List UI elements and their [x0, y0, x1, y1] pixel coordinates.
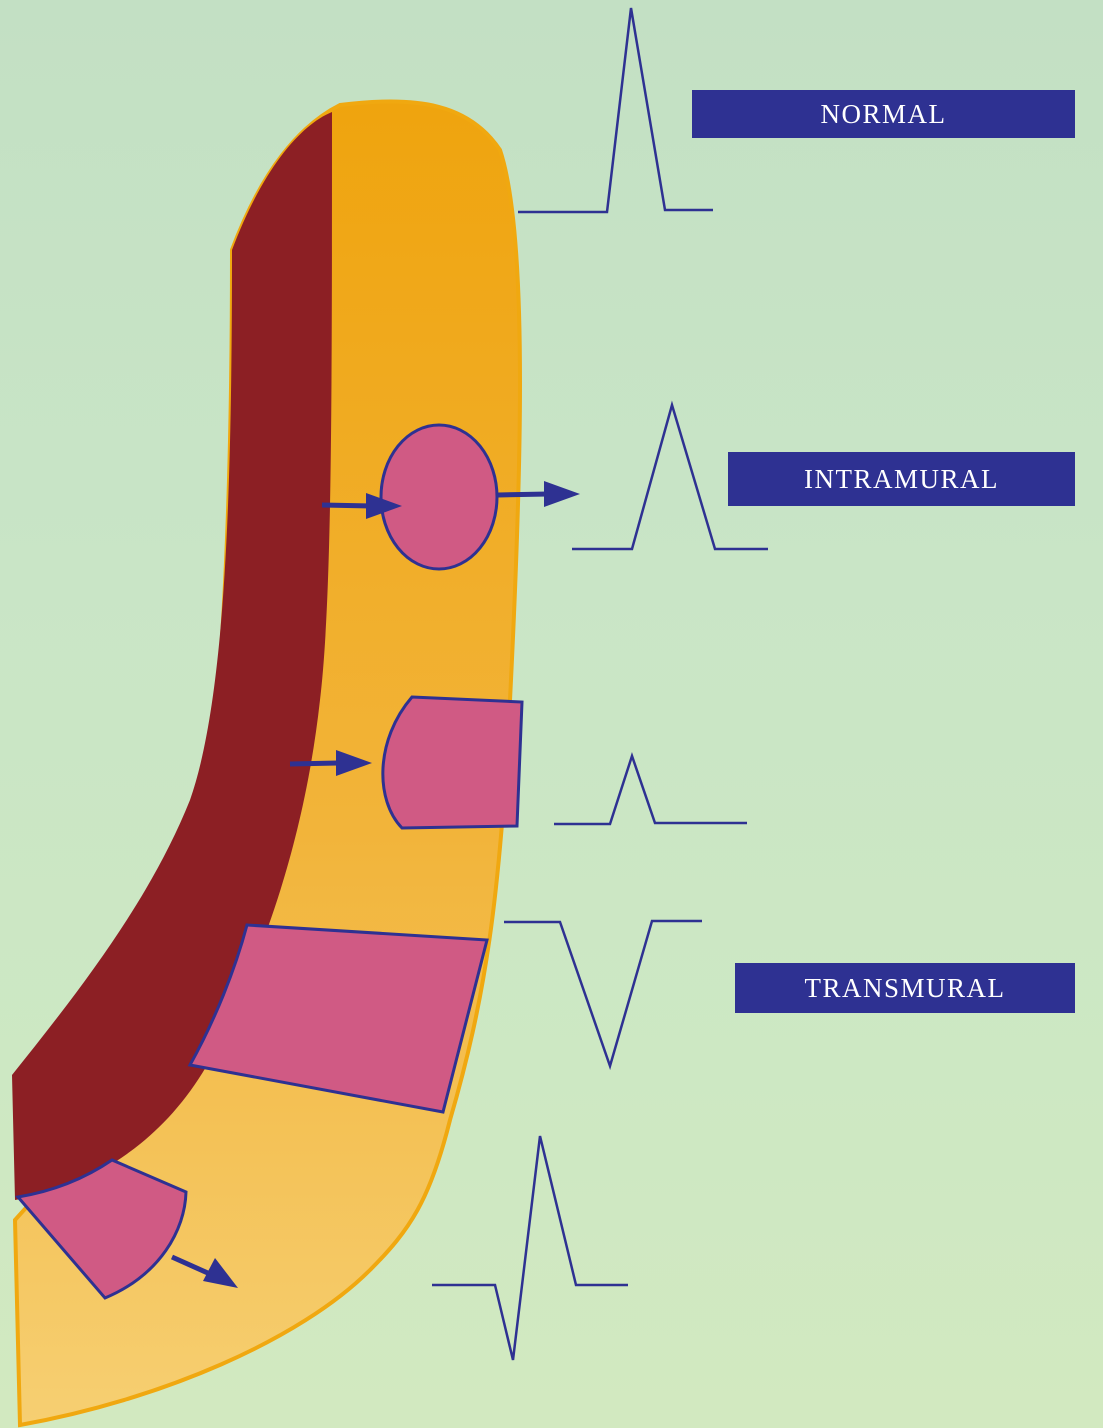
- ecg-trace-subendocardial: [432, 1136, 628, 1360]
- intramural-lesion-trapezoid: [383, 697, 522, 828]
- ecg-trace-normal: [518, 8, 713, 212]
- label-transmural-text: TRANSMURAL: [804, 973, 1005, 1004]
- ecg-trace-transmural: [504, 921, 702, 1066]
- ecg-trace-intramural-2: [554, 756, 747, 824]
- label-normal: NORMAL: [692, 90, 1075, 138]
- label-normal-text: NORMAL: [820, 99, 946, 130]
- label-intramural-text: INTRAMURAL: [804, 464, 999, 495]
- label-transmural: TRANSMURAL: [735, 963, 1075, 1013]
- label-intramural: INTRAMURAL: [728, 452, 1075, 506]
- intramural-lesion-circle: [381, 425, 497, 569]
